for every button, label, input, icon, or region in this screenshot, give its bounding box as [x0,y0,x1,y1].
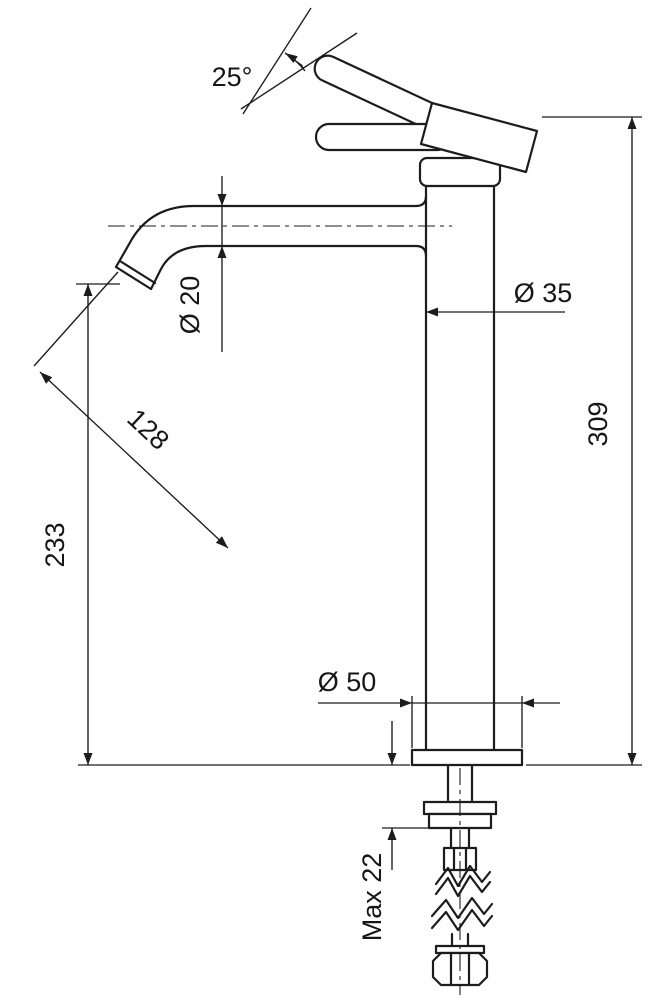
break-line-lower [430,896,494,920]
faucet-body [418,156,502,752]
break-line-upper [434,864,492,888]
break-line-upper-2 [434,874,492,898]
dim-total-height: 309 [526,116,642,766]
break-line-lower-2 [430,908,494,932]
dim-handle-angle: 25° [212,7,358,115]
spout-diameter-label: Ø 20 [175,276,205,335]
total-height-label: 309 [583,401,613,446]
base-plate [410,748,524,767]
body-diameter-label: Ø 35 [514,278,573,308]
dim-max-deck-thickness: Max 22 [357,721,429,941]
base-diameter-label: Ø 50 [318,667,377,697]
body-cap [418,156,502,188]
mounting-hardware [422,763,498,995]
dim-body-diameter: Ø 35 [426,278,572,317]
faucet-handle [313,54,539,174]
spout-reach-label: 128 [121,403,174,456]
dim-base-diameter: Ø 50 [318,667,560,748]
spout-height-label: 233 [40,522,70,567]
faucet-spout [108,194,452,291]
spout-mouth-inner-ring [118,259,157,285]
max-deck-thickness-label: Max 22 [357,853,387,942]
handle-collar [419,101,539,174]
handle-angle-label: 25° [212,62,253,92]
dim-spout-height: 233 [40,283,410,766]
spout-mouth-face [114,265,153,291]
dim-spout-diameter: Ø 20 [175,176,227,352]
